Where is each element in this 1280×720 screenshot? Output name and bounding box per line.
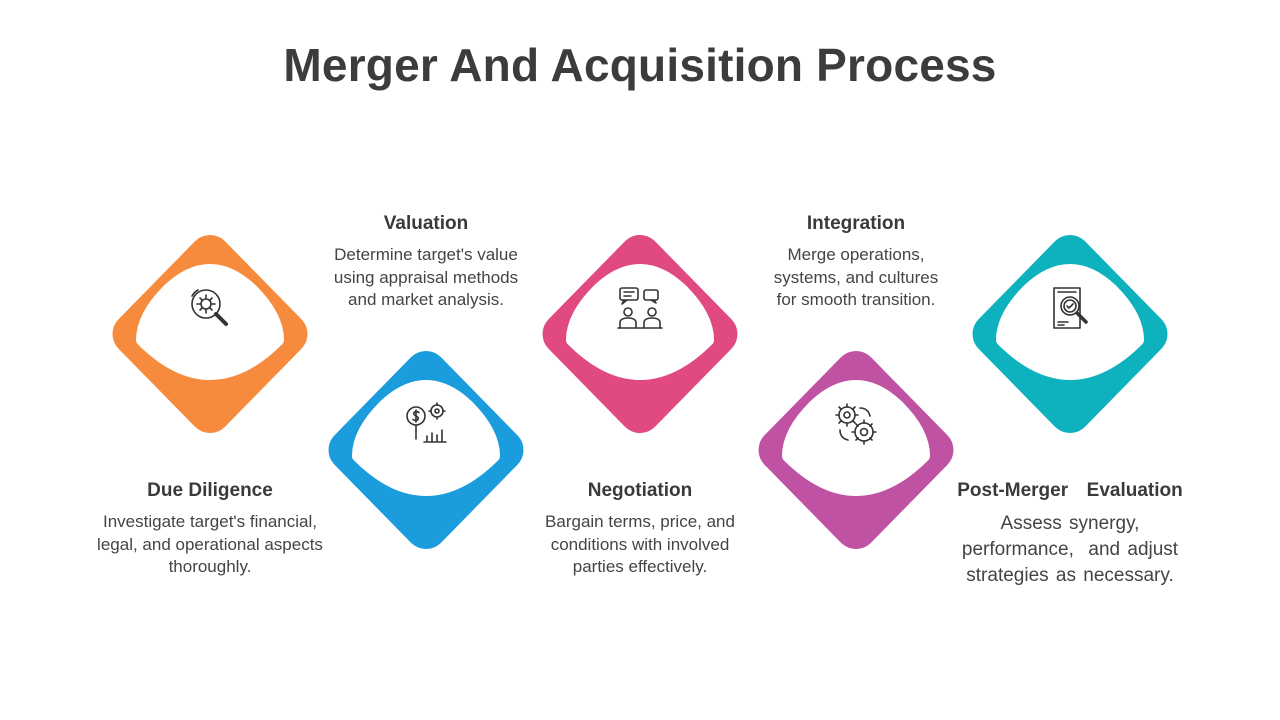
gears-icon (832, 400, 880, 448)
step-description: Merge operations, systems, and cultures … (706, 244, 1006, 312)
step-due-diligence-text: Due Diligence Investigate target's finan… (60, 480, 360, 579)
step-negotiation-text: Negotiation Bargain terms, price, and co… (490, 480, 790, 579)
step-description: Investigate target's financial, legal, a… (60, 511, 360, 579)
white-inner-shape (352, 380, 500, 496)
step-heading: Valuation (383, 213, 469, 234)
desc-line: thoroughly. (168, 557, 252, 576)
step-heading: Post-Merger Evaluation (957, 480, 1183, 501)
step-valuation-text: Valuation Determine target's value using… (276, 213, 576, 312)
white-inner-shape (782, 380, 930, 496)
dollar-chart-gear-icon (402, 400, 450, 448)
desc-line: Determine target's value (334, 245, 518, 264)
step-post-merger-text: Post-Merger Evaluation Assess synergy, p… (910, 480, 1230, 589)
step-integration-text: Integration Merge operations, systems, a… (706, 213, 1006, 312)
desc-line: systems, and cultures (773, 267, 939, 287)
desc-line: legal, and operational aspects (97, 534, 323, 554)
step-negotiation-shape (540, 232, 740, 436)
step-due-diligence-shape (110, 232, 310, 436)
desc-line: Bargain terms, price, and (545, 512, 735, 531)
step-heading: Negotiation (587, 480, 693, 501)
desc-line: for smooth transition. (776, 290, 936, 309)
magnifier-gear-icon (186, 284, 234, 332)
white-inner-shape (566, 264, 714, 380)
document-check-icon (1046, 284, 1094, 332)
desc-line: strategies as necessary. (966, 565, 1174, 586)
step-description: Bargain terms, price, and conditions wit… (490, 511, 790, 579)
desc-line: performance, and adjust (961, 539, 1179, 560)
white-inner-shape (136, 264, 284, 380)
desc-line: and market analysis. (348, 290, 504, 309)
step-description: Assess synergy, performance, and adjust … (910, 511, 1230, 589)
step-post-merger-shape (970, 232, 1170, 436)
desc-line: using appraisal methods (333, 267, 519, 287)
desc-line: Merge operations, (787, 245, 925, 264)
people-chat-icon (616, 284, 664, 332)
step-description: Determine target's value using appraisal… (276, 244, 576, 312)
step-heading: Due Diligence (147, 480, 273, 501)
desc-line: parties effectively. (572, 557, 708, 576)
step-heading: Integration (806, 213, 906, 234)
page-title: Merger And Acquisition Process (283, 39, 997, 91)
desc-line: Assess synergy, (1000, 513, 1140, 534)
step-integration-shape (756, 348, 956, 552)
desc-line: Investigate target's financial, (103, 512, 317, 531)
step-valuation-shape (326, 348, 526, 552)
desc-line: conditions with involved (550, 534, 730, 554)
white-inner-shape (996, 264, 1144, 380)
